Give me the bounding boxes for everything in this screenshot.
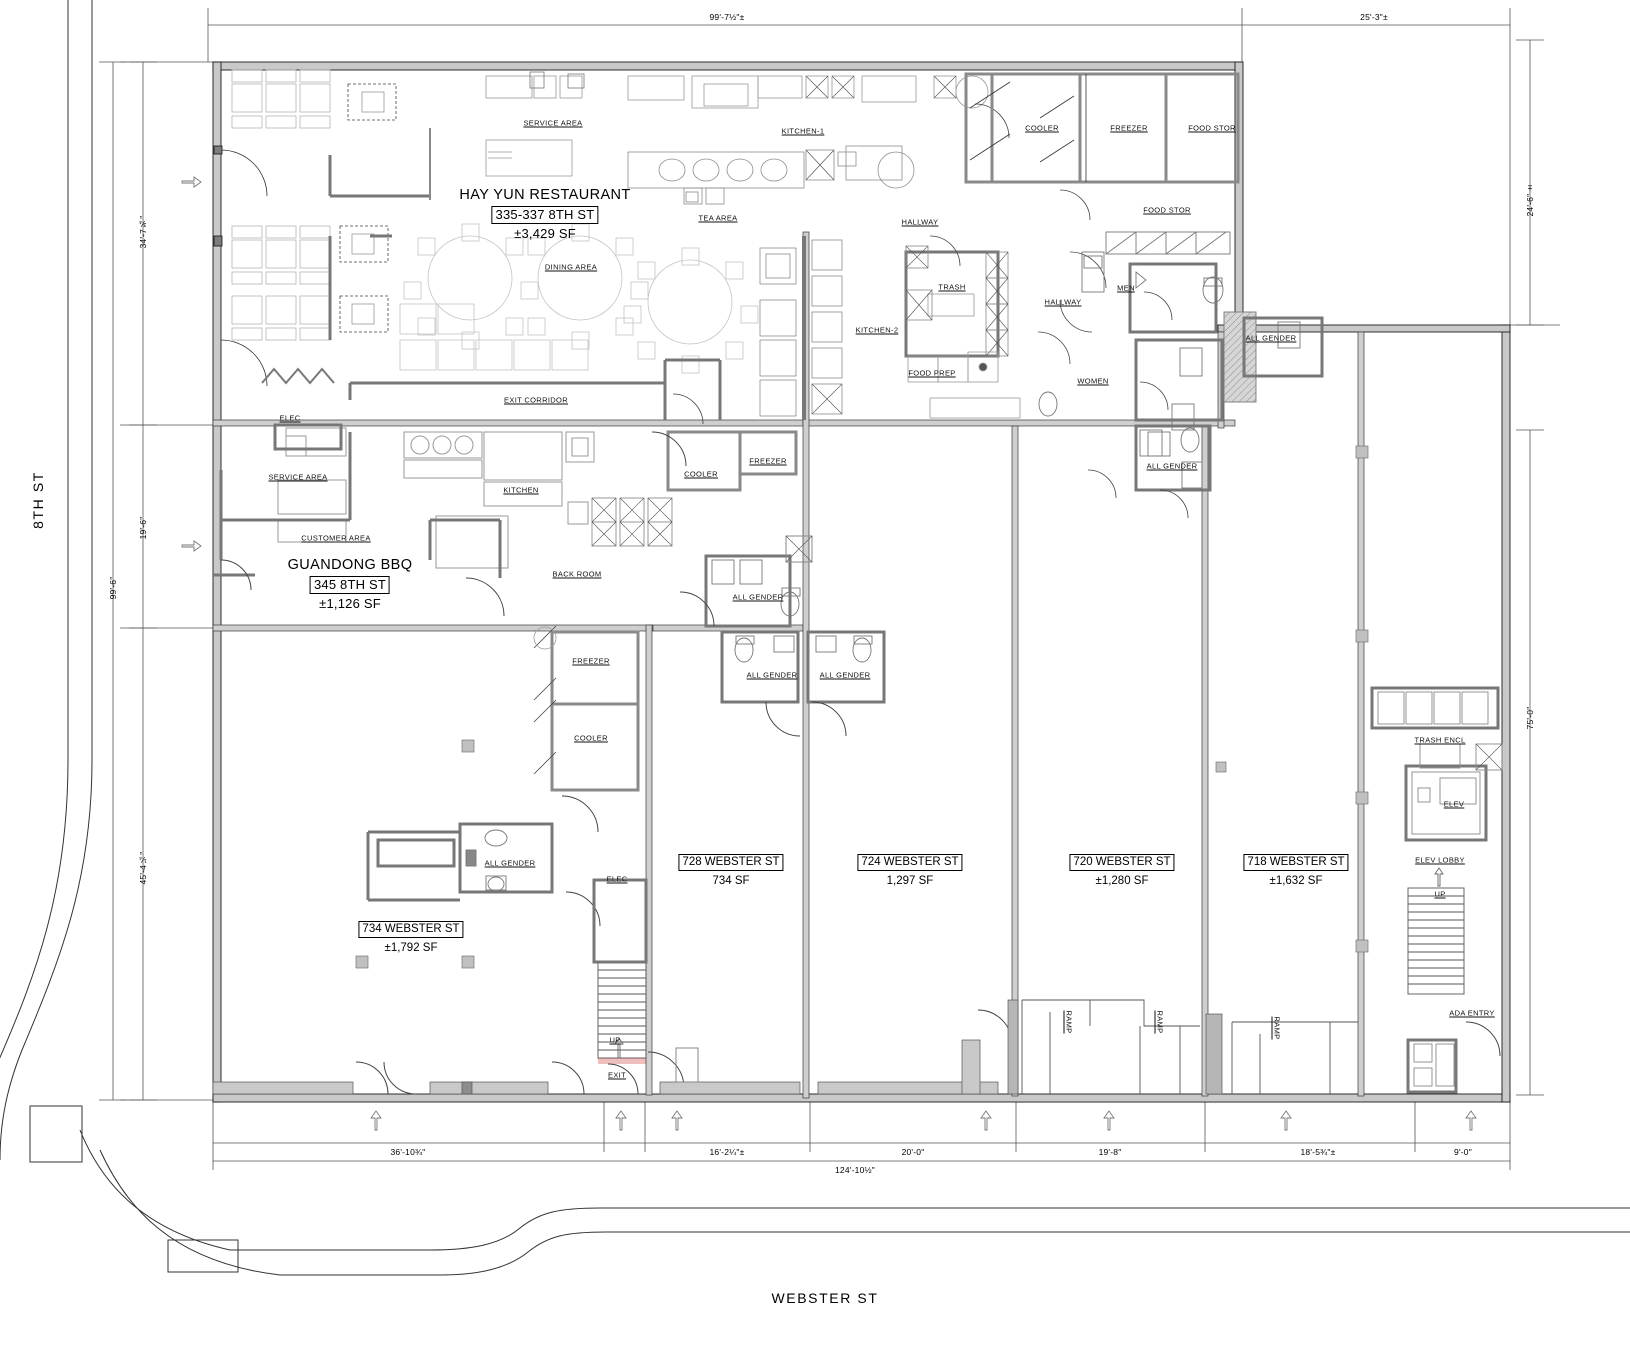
- room-label: RAMP: [1064, 1010, 1074, 1034]
- dimension-bottom-2: 16'-2¼"±: [709, 1147, 745, 1157]
- room-label: FOOD STOR: [1188, 123, 1236, 133]
- room-label: ALL GENDER: [1146, 461, 1198, 471]
- room-label: EXIT: [607, 1070, 627, 1080]
- room-label: ALL GENDER: [484, 858, 536, 868]
- suite-name: 720 WEBSTER ST: [1069, 854, 1175, 871]
- room-label: TEA AREA: [698, 213, 738, 223]
- suite-718-webster: 718 WEBSTER ST ±1,632 SF: [1243, 852, 1349, 889]
- room-label: CUSTOMER AREA: [301, 533, 371, 543]
- suite-724-webster: 724 WEBSTER ST 1,297 SF: [857, 852, 963, 889]
- suite-720-webster: 720 WEBSTER ST ±1,280 SF: [1069, 852, 1175, 889]
- room-label: ALL GENDER: [746, 670, 798, 680]
- dimension-left-overall: 99'-6": [108, 576, 118, 600]
- room-label: ALL GENDER: [1245, 333, 1297, 343]
- dimension-bottom-1: 36'-10¾": [390, 1147, 426, 1157]
- room-label: MEN: [1117, 283, 1135, 293]
- room-label: ALL GENDER: [732, 592, 784, 602]
- room-label: UP: [1434, 889, 1446, 899]
- room-label: ELEC: [606, 874, 628, 884]
- dimension-bottom-3: 20'-0": [901, 1147, 925, 1157]
- dimension-top-1: 99'-7½"±: [709, 12, 745, 22]
- suite-area: ±1,632 SF: [1269, 874, 1323, 887]
- room-label: UP: [609, 1035, 621, 1045]
- suite-name: 724 WEBSTER ST: [857, 854, 963, 871]
- room-label: BACK ROOM: [552, 569, 602, 579]
- suite-728-webster: 728 WEBSTER ST 734 SF: [678, 852, 784, 889]
- tenant-area: ±1,126 SF: [319, 596, 381, 612]
- suite-name: 734 WEBSTER ST: [358, 921, 464, 938]
- street-label-8th-st: 8TH ST: [30, 471, 46, 529]
- dimension-bottom-6: 9'-0": [1454, 1147, 1472, 1157]
- suite-area: 1,297 SF: [886, 874, 934, 887]
- room-label: HALLWAY: [1044, 297, 1082, 307]
- suite-area: ±1,792 SF: [384, 941, 438, 954]
- room-label: FOOD STOR: [1143, 205, 1191, 215]
- room-label: SERVICE AREA: [268, 472, 328, 482]
- room-label: SERVICE AREA: [523, 118, 583, 128]
- dimension-right-1: 24'-6"±: [1525, 183, 1535, 217]
- tenant-guandong-bbq: GUANDONG BBQ 345 8TH ST ±1,126 SF: [288, 556, 413, 613]
- dimension-top-2: 25'-3"±: [1360, 12, 1388, 22]
- room-label: KITCHEN: [503, 485, 539, 495]
- room-label: COOLER: [684, 469, 718, 479]
- room-label: ADA ENTRY: [1449, 1008, 1495, 1018]
- dimension-bottom-4: 19'-8": [1098, 1147, 1122, 1157]
- room-label: RAMP: [1155, 1010, 1165, 1034]
- suite-name: 718 WEBSTER ST: [1243, 854, 1349, 871]
- tenant-address: 335-337 8TH ST: [491, 206, 599, 225]
- room-label: KITCHEN-2: [855, 325, 899, 335]
- room-label: FOOD PREP: [908, 368, 956, 378]
- dimension-bottom-overall: 124'-10½": [835, 1165, 875, 1175]
- room-label: HALLWAY: [901, 217, 939, 227]
- room-label: TRASH: [938, 282, 966, 292]
- tenant-address: 345 8TH ST: [309, 576, 391, 595]
- room-label: FREEZER: [572, 656, 610, 666]
- room-label: COOLER: [574, 733, 608, 743]
- tenant-name: GUANDONG BBQ: [287, 557, 413, 573]
- dimension-left-1: 34'-7¾": [138, 215, 148, 249]
- room-label: ELEV: [1443, 799, 1465, 809]
- room-label: ELEC: [279, 413, 301, 423]
- tenant-name: HAY YUN RESTAURANT: [459, 187, 631, 203]
- suite-734-webster: 734 WEBSTER ST ±1,792 SF: [358, 919, 464, 956]
- room-label: EXIT CORRIDOR: [503, 395, 569, 405]
- tenant-area: ±3,429 SF: [514, 226, 576, 242]
- dimension-left-3: 45'-4¼": [138, 851, 148, 885]
- suite-area: 734 SF: [712, 874, 750, 887]
- street-label-webster-st: WEBSTER ST: [771, 1290, 879, 1306]
- room-label: COOLER: [1025, 123, 1059, 133]
- room-label: TRASH ENCL: [1414, 735, 1466, 745]
- room-label: RAMP: [1272, 1016, 1282, 1040]
- suite-name: 728 WEBSTER ST: [678, 854, 784, 871]
- room-label: FREEZER: [749, 456, 787, 466]
- suite-area: ±1,280 SF: [1095, 874, 1149, 887]
- dimension-right-2: 75'-0": [1525, 706, 1535, 730]
- tenant-hay-yun-restaurant: HAY YUN RESTAURANT 335-337 8TH ST ±3,429…: [459, 186, 630, 243]
- room-label: KITCHEN-1: [781, 126, 825, 136]
- room-label: ELEV LOBBY: [1415, 855, 1465, 865]
- room-label: ALL GENDER: [819, 670, 871, 680]
- room-label: FREEZER: [1110, 123, 1148, 133]
- dimension-bottom-5: 18'-5¾"±: [1300, 1147, 1336, 1157]
- room-label: DINING AREA: [544, 262, 598, 272]
- dimension-left-2: 19'-6": [138, 516, 148, 540]
- room-label: WOMEN: [1077, 376, 1109, 386]
